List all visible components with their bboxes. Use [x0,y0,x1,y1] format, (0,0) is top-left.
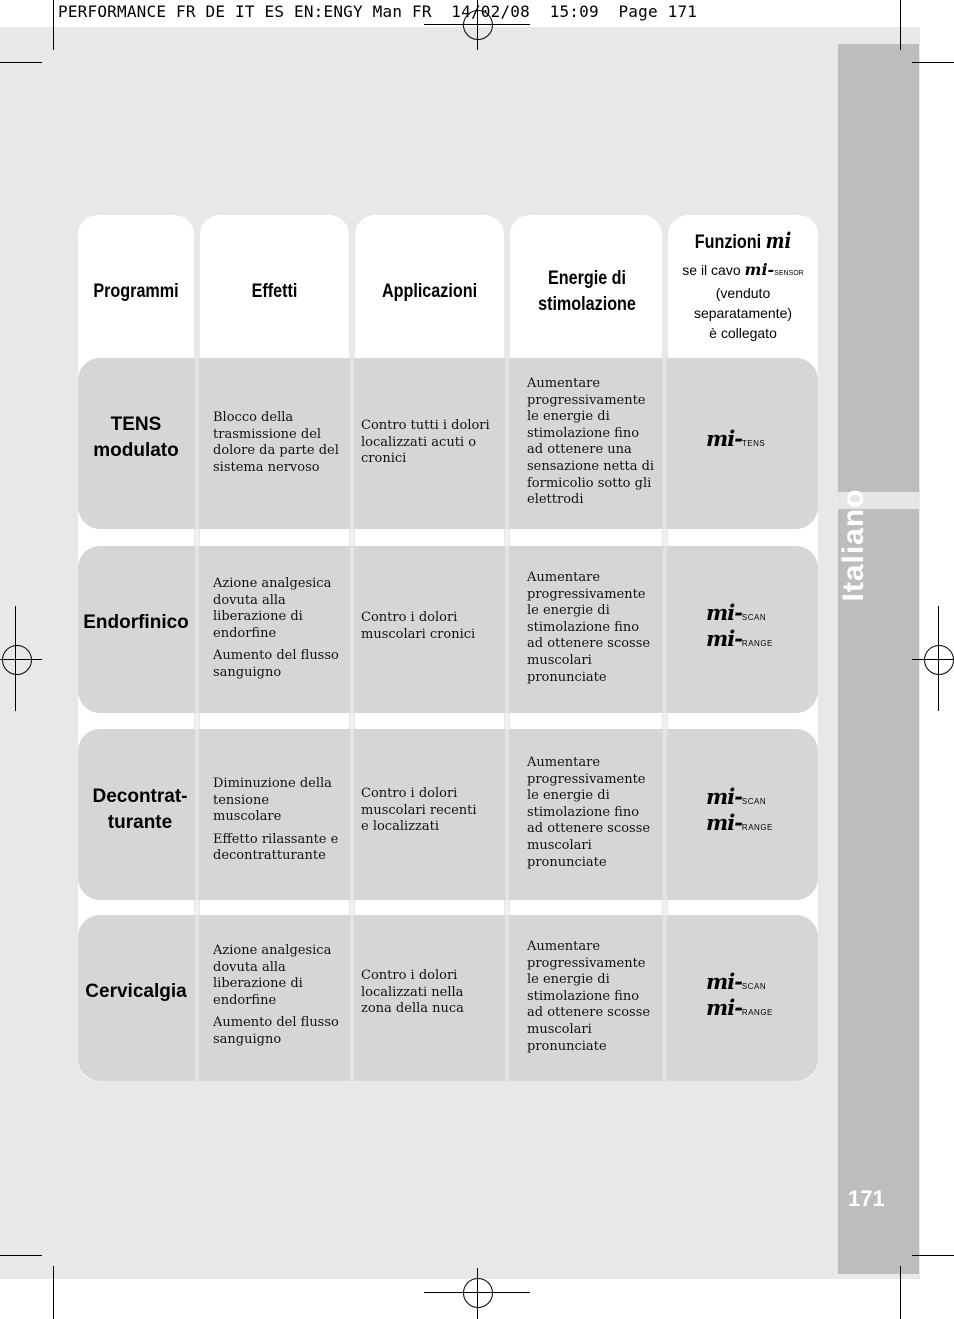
header-energy: Energie di stimolazione [538,268,636,315]
effect-text: Aumento del flusso sanguigno [213,1015,339,1047]
table-row [78,729,818,900]
crop-mark [912,1255,954,1256]
function-name: scan [741,793,767,807]
effects-cell: Azione analgesica dovuta alla liberazion… [213,576,341,682]
functions-title: Funzioni [694,232,762,253]
registration-line [15,606,16,711]
application-cell: Contro i dolori muscolari cronici [361,610,476,642]
functions-subtitle-line1: se il cavo mi-sensor [668,260,818,283]
column-divider [350,358,354,1081]
mi-logo-icon: mi- [706,626,743,651]
function-item: mi-scan [706,784,773,810]
crop-mark [900,0,901,50]
crop-mark [0,62,42,63]
effect-text: Blocco della trasmissione del dolore da … [213,410,339,475]
function-item: mi-scan [706,600,773,626]
header-effects: Effetti [251,281,298,302]
registration-line [477,1268,478,1319]
energy-cell: Aumentare progressivamente le energie di… [527,755,651,870]
functions-sub-line3: separatamente) [693,305,793,321]
mi-logo-icon: mi- [706,784,743,809]
effect-text: Azione analgesica dovuta alla liberazion… [213,576,332,641]
effect-text: Azione analgesica dovuta alla liberazion… [213,943,332,1008]
function-name: scan [741,609,767,623]
function-item: mi-range [706,810,773,836]
functions-sub-line2: (venduto [715,285,771,301]
registration-line [0,659,42,660]
effects-cell: Azione analgesica dovuta alla liberazion… [213,943,341,1049]
function-list: mi-scan mi-range [706,600,773,652]
effect-text: Effetto rilassante e decontratturante [213,831,339,864]
application-cell: Contro i dolori localizzati nella zona d… [361,968,464,1017]
functions-sub-prefix: se il cavo [682,262,741,278]
header-programs: Programmi [93,281,179,302]
mi-logo-icon: mi- [706,426,743,451]
energy-cell: Aumentare progressivamente le energie di… [527,939,651,1054]
function-list: mi-tens [706,426,765,452]
effects-cell: Blocco della trasmissione del dolore da … [213,410,341,476]
mi-logo-icon: mi- [706,995,743,1020]
crop-mark [53,0,54,50]
table-row [78,546,818,713]
function-name: scan [741,978,767,992]
energy-cell: Aumentare progressivamente le energie di… [527,376,655,508]
program-name: Cervicalgia [85,981,187,1002]
function-item: mi-range [706,626,773,652]
column-divider [505,358,509,1081]
program-name: Decontrat-turante [92,786,188,833]
print-header: PERFORMANCE FR DE IT ES EN:ENGY Man FR 1… [58,2,698,21]
crop-mark [53,1266,54,1319]
crop-mark [912,62,954,63]
function-item: mi-scan [706,969,773,995]
language-side-tab [838,44,919,1274]
mi-logo-icon: mi- [706,810,743,835]
functions-subtitle: se il cavo mi-sensor (venduto separatame… [668,260,818,343]
functions-sub-sensor: sensor [774,267,804,278]
registration-mark [463,1278,493,1308]
registration-line [938,606,939,711]
function-item: mi-range [706,995,773,1021]
mi-logo-icon: mi- [706,969,743,994]
mi-logo-icon: mi- [706,600,743,625]
function-name: range [741,1004,773,1018]
function-name: range [741,635,773,649]
header-applications: Applicazioni [381,281,478,302]
side-tab-stripe [838,492,919,509]
function-name: range [741,819,773,833]
registration-line [912,659,954,660]
mi-logo-icon: mi [765,228,792,253]
crop-mark [0,1255,42,1256]
program-name: TENS modulato [93,414,179,461]
column-divider [663,358,667,1081]
header-functions: Funzioni mi [679,228,807,256]
registration-line [477,0,478,50]
function-list: mi-scan mi-range [706,784,773,836]
application-cell: Contro tutti i dolori localizzati acuti … [361,418,490,467]
table-row [78,915,818,1081]
registration-mark [924,645,954,675]
registration-mark [2,645,32,675]
function-list: mi-scan mi-range [706,969,773,1021]
function-item: mi-tens [706,426,765,452]
functions-sub-line4: è collegato [709,325,777,341]
language-label: Italiano [837,488,870,602]
effect-text: Aumento del flusso sanguigno [213,648,339,680]
effect-text: Diminuzione della tensione muscolare [213,776,332,825]
registration-mark [463,10,493,40]
crop-mark [900,1266,901,1319]
table-row [78,358,818,529]
column-divider [195,358,199,1081]
application-cell: Contro i dolori muscolari recenti e loca… [361,786,477,835]
program-name: Endorfinico [83,612,189,633]
effects-cell: Diminuzione della tensione muscolare Eff… [213,776,341,865]
energy-cell: Aumentare progressivamente le energie di… [527,570,651,685]
page-number: 171 [848,1186,885,1211]
function-name: tens [741,435,766,449]
mi-logo-icon: mi- [744,260,775,279]
